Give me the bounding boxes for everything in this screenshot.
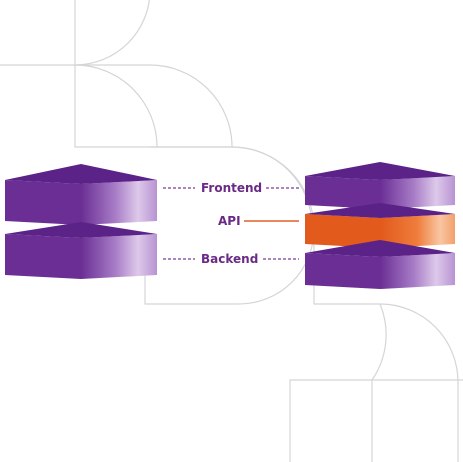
outline-quarter-a xyxy=(74,64,233,148)
frontend-label: Frontend xyxy=(201,181,262,195)
right-layer-frontend xyxy=(305,162,455,209)
right-layer-api xyxy=(305,203,455,248)
outline-circle-top-left xyxy=(0,0,150,66)
connectors xyxy=(163,187,299,260)
outline-arch-top xyxy=(74,0,158,148)
backend-label: Backend xyxy=(201,252,258,266)
left-layer-frontend xyxy=(5,164,157,225)
api-label: API xyxy=(218,214,241,228)
outline-half-circle-right xyxy=(313,229,459,462)
right-stack xyxy=(305,162,455,289)
left-layer-backend xyxy=(5,222,157,279)
right-layer-backend xyxy=(305,240,455,289)
outline-quarter-bottom-right xyxy=(371,379,463,462)
left-stack xyxy=(5,164,157,279)
